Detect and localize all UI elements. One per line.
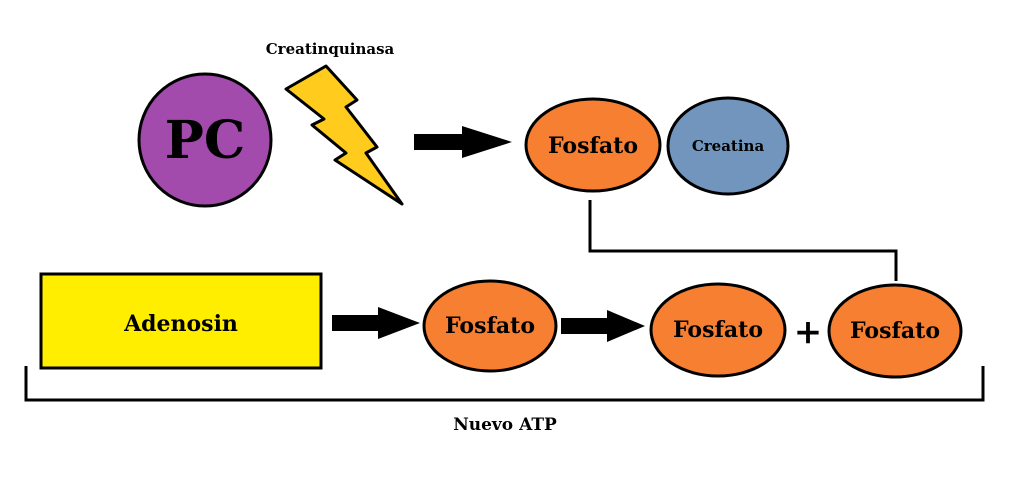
atp-bracket xyxy=(24,366,985,402)
plus-sign: + xyxy=(794,312,823,352)
atp-label: Nuevo ATP xyxy=(453,415,557,435)
creatina-ellipse xyxy=(666,96,790,196)
arrow-right-icon xyxy=(332,307,420,339)
pc-circle xyxy=(137,72,273,208)
lightning-bolt-icon xyxy=(284,64,404,206)
creatina-label: Creatina xyxy=(692,137,765,155)
phosphate-third-label: Fosfato xyxy=(850,318,940,344)
pc-label: PC xyxy=(165,110,246,171)
arrow-right-icon xyxy=(561,310,645,342)
adenosin-label: Adenosin xyxy=(123,311,238,337)
arrow-right-icon xyxy=(414,126,512,158)
adenosin-box xyxy=(39,272,323,370)
phosphate-top-ellipse xyxy=(524,97,662,193)
enzyme-label: Creatinquinasa xyxy=(266,40,395,58)
phosphate-second-ellipse xyxy=(649,282,787,378)
phosphate-third-ellipse xyxy=(827,283,963,379)
phosphate-second-label: Fosfato xyxy=(673,317,763,343)
phosphate-connector-line xyxy=(588,200,898,281)
phosphate-first-label: Fosfato xyxy=(445,313,535,339)
phosphate-top-label: Fosfato xyxy=(548,133,638,159)
phosphate-first-ellipse xyxy=(422,279,558,373)
